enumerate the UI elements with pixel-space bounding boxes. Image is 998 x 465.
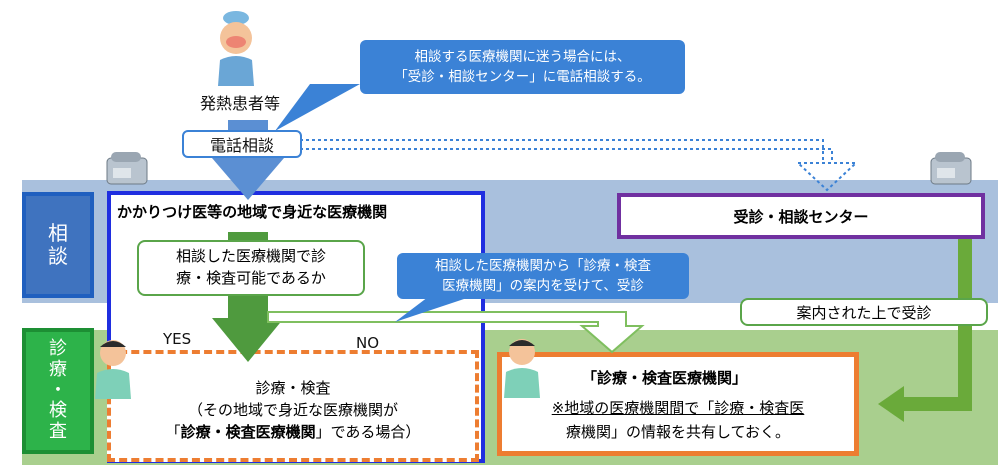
- callout-top-line2: 「受診・相談センター」に電話相談する。: [394, 69, 651, 85]
- side-label-diagnosis: 診 療 ・ 検 査: [22, 328, 94, 454]
- guided-arrow: [878, 239, 972, 422]
- local-exam-text: 診療・検査 （その地域で身近な医療機関が 「診療・検査医療機関」である場合）: [111, 378, 475, 443]
- side-diag-char: 検: [49, 400, 67, 422]
- side-consult-char: 談: [48, 244, 68, 268]
- local-exam-line3: 「診療・検査医療機関」である場合）: [111, 422, 475, 444]
- guided-label: 案内された上で受診: [796, 303, 932, 322]
- guided-box: 案内された上で受診: [740, 298, 988, 326]
- callout-top: 相談する医療機関に迷う場合には、 「受診・相談センター」に電話相談する。: [360, 40, 685, 94]
- callout-mid-line1: 相談した医療機関から「診療・検査: [435, 257, 651, 274]
- side-diag-char: 診: [49, 338, 67, 360]
- callout-mid-line2: 医療機関」の案内を受けて、受診: [442, 278, 644, 294]
- question-line1: 相談した医療機関で診: [175, 247, 326, 266]
- local-exam-box: [107, 350, 479, 462]
- no-arrow: [267, 311, 645, 354]
- patient-label: 発熱患者等: [200, 94, 281, 113]
- dotted-arrow: [300, 139, 859, 192]
- local-clinic-title: かかりつけ医等の地域で身近な医療機関: [117, 203, 388, 221]
- exam-institution-note-2: 療機関」の情報を共有しておく。: [565, 423, 791, 441]
- phone-icon: [927, 148, 975, 188]
- side-diag-char: 査: [49, 421, 67, 443]
- doctor-illustration: [91, 337, 137, 399]
- callout-top-line1: 相談する医療機関に迷う場合には、: [414, 48, 631, 65]
- side-consult-char: 相: [48, 221, 68, 245]
- consult-center-box: 受診・相談センター: [617, 193, 985, 239]
- exam-institution-box: 「診療・検査医療機関」 ※地域の医療機関間で「診療・検査医 療機関」の情報を共有…: [497, 352, 859, 456]
- side-diag-char: 療: [49, 358, 67, 380]
- doctor-illustration: [500, 336, 546, 398]
- side-diag-char: ・: [49, 379, 67, 401]
- local-exam-line3-post: 」である場合）: [315, 422, 421, 441]
- exam-institution-title: 「診療・検査医療機関」: [582, 369, 748, 387]
- local-exam-line2: （その地域で身近な医療機関が: [187, 400, 398, 419]
- callout-mid-pointer: [395, 297, 470, 322]
- phone-consult-box: 電話相談: [182, 130, 302, 158]
- local-exam-line3-pre: 「: [165, 422, 181, 441]
- consult-center-title: 受診・相談センター: [733, 207, 869, 226]
- yes-label: YES: [163, 330, 192, 348]
- no-label: NO: [356, 334, 380, 352]
- callout-pointer: [275, 84, 360, 131]
- local-exam-line3-bold: 診療・検査医療機関: [180, 422, 316, 441]
- exam-institution-note-1: ※地域の医療機関間で「診療・検査医: [551, 399, 805, 417]
- side-label-consult: 相 談: [22, 192, 94, 298]
- patient-illustration: [206, 8, 266, 86]
- phone-icon: [103, 148, 151, 188]
- question-line2: 療・検査可能であるか: [176, 269, 326, 287]
- callout-mid: 相談した医療機関から「診療・検査 医療機関」の案内を受けて、受診: [397, 253, 689, 299]
- phone-consult-label: 電話相談: [209, 136, 274, 155]
- local-exam-line1: 診療・検査: [255, 379, 331, 397]
- question-box: 相談した医療機関で診 療・検査可能であるか: [137, 240, 365, 296]
